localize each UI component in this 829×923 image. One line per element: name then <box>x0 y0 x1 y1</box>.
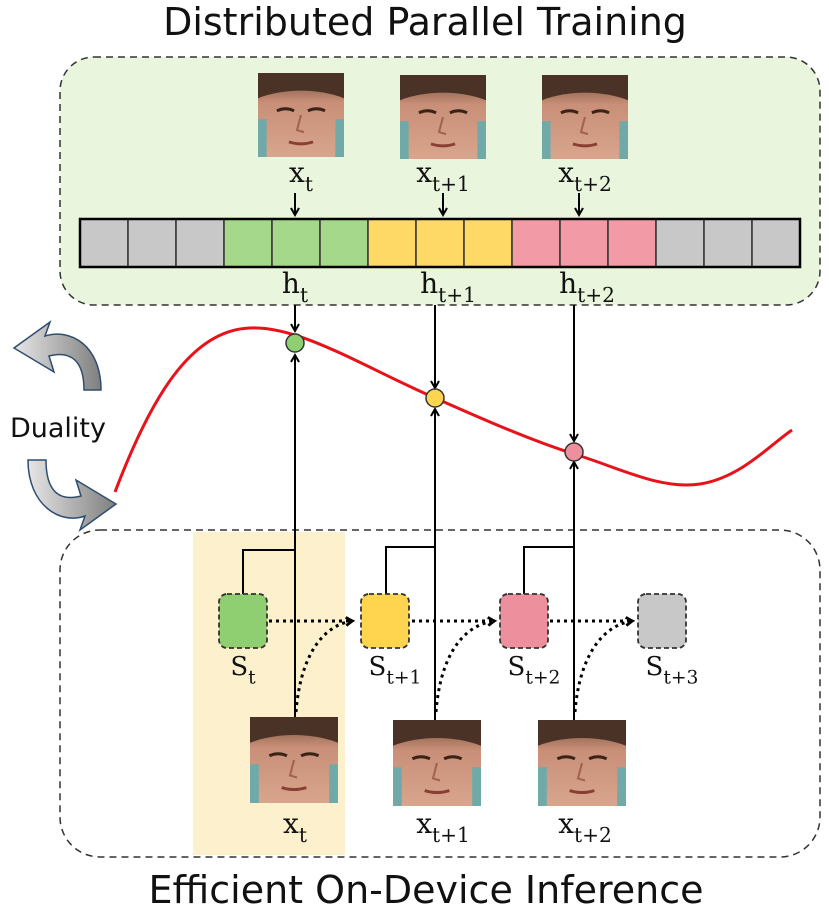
tap-st <box>242 549 295 594</box>
hidden-state-curve <box>113 326 793 493</box>
curve-node-t <box>285 333 305 353</box>
token-strip <box>78 217 802 269</box>
token-cell <box>223 218 273 268</box>
connectors <box>242 193 579 720</box>
duality-icon <box>12 319 118 533</box>
bottom-face-image <box>538 720 626 806</box>
state-box <box>218 593 268 649</box>
hidden-output-label: ht <box>282 267 308 307</box>
token-cell <box>559 218 609 268</box>
state-box <box>360 593 410 649</box>
token-cell <box>703 218 753 268</box>
duality-arrow-bottom-icon <box>27 459 118 533</box>
bottom-input-label: xt+1 <box>416 807 470 847</box>
top-input-faces <box>258 73 628 159</box>
hidden-output-label: ht+1 <box>420 267 476 307</box>
duality-arrow-top-icon <box>12 319 102 391</box>
hidden-output-label: ht+2 <box>559 267 615 307</box>
curve-node-t2 <box>564 442 584 462</box>
curve-node-t1 <box>425 388 445 408</box>
tap-st1 <box>385 546 435 594</box>
state-box <box>637 593 687 649</box>
hidden-output-labels: ht ht+1 ht+2 <box>282 267 615 307</box>
token-cell <box>319 218 369 268</box>
token-cell <box>175 218 225 268</box>
state-labels: St St+1 St+2 St+3 <box>230 652 698 688</box>
top-face-image <box>542 75 628 159</box>
state-label: St <box>230 652 256 688</box>
top-input-label: xt+2 <box>558 156 612 196</box>
state-label: St+2 <box>508 652 561 688</box>
token-cell <box>511 218 561 268</box>
bottom-input-label: xt+2 <box>558 807 612 847</box>
token-cell <box>367 218 417 268</box>
token-cell <box>655 218 705 268</box>
top-input-label: xt <box>289 156 313 196</box>
dot-xt2-to-st3 <box>573 621 632 713</box>
token-cell <box>607 218 657 268</box>
bottom-face-image <box>250 717 338 803</box>
top-face-image <box>258 73 344 157</box>
token-cell <box>79 218 129 268</box>
bottom-input-labels: xt xt+1 xt+2 <box>283 807 612 847</box>
recurrence-arrows <box>269 621 632 713</box>
tap-st2 <box>523 546 574 594</box>
state-label: St+3 <box>646 652 699 688</box>
title-bottom: Efficient On-Device Inference <box>149 868 704 912</box>
token-cell <box>751 218 801 268</box>
token-strip-border <box>78 217 802 269</box>
dot-xt1-to-st2 <box>434 621 494 713</box>
highlight-column <box>193 532 345 855</box>
state-label: St+1 <box>369 652 422 688</box>
dot-xt-to-st1 <box>294 621 352 713</box>
state-boxes <box>218 593 687 649</box>
title-top: Distributed Parallel Training <box>163 0 687 44</box>
token-cell <box>463 218 513 268</box>
token-cell <box>271 218 321 268</box>
token-cell <box>127 218 177 268</box>
state-box <box>499 593 549 649</box>
top-face-image <box>400 75 486 159</box>
duality-label: Duality <box>10 413 106 444</box>
top-input-labels: xt xt+1 xt+2 <box>289 156 612 196</box>
token-cell <box>415 218 465 268</box>
bottom-input-faces <box>250 717 626 806</box>
bottom-face-image <box>393 720 481 806</box>
top-input-label: xt+1 <box>416 156 470 196</box>
inference-panel <box>59 529 821 858</box>
bottom-input-label: xt <box>283 807 307 847</box>
